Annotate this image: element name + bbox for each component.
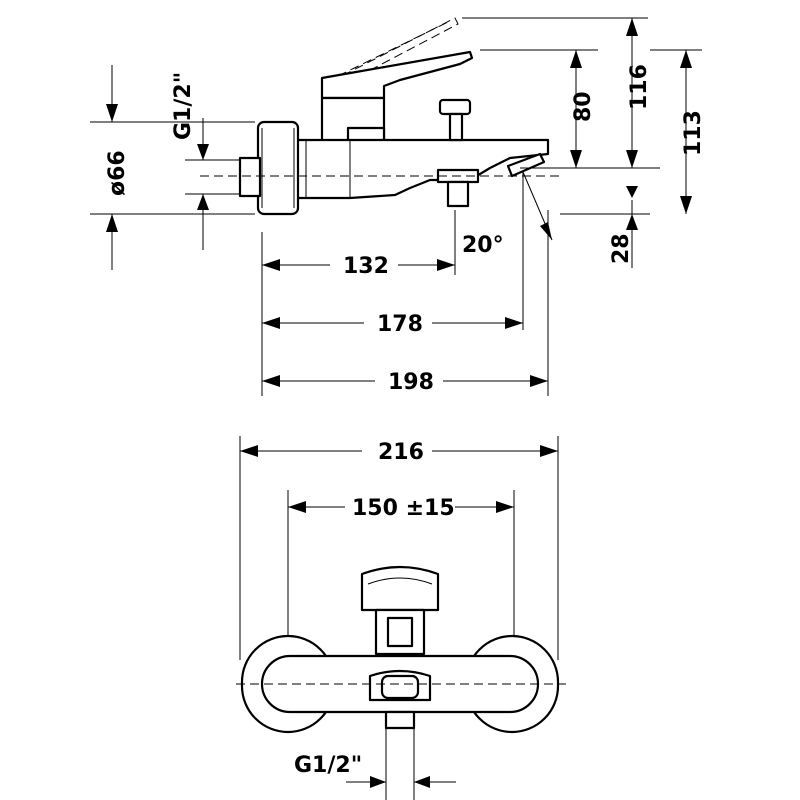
- label-28: 28: [609, 233, 634, 264]
- label-thread-bottom: G1/2": [294, 753, 362, 778]
- label-216: 216: [378, 440, 424, 465]
- dimension-diameter: ø66: [90, 65, 255, 270]
- front-view: 216 150 ±15: [236, 436, 566, 800]
- label-diameter: ø66: [105, 150, 130, 196]
- dimension-178: 178: [262, 312, 523, 337]
- label-angle: 20°: [462, 233, 504, 258]
- spout-aerator: [506, 152, 546, 178]
- label-80: 80: [571, 91, 596, 122]
- label-116: 116: [627, 64, 652, 110]
- dimension-150: 150 ±15: [288, 496, 514, 521]
- label-thread-top: G1/2": [171, 72, 196, 140]
- dimension-angle: 20°: [462, 171, 553, 330]
- inlet-stub: [238, 156, 262, 198]
- side-view: ø66 G1/2" 80 116: [90, 17, 706, 396]
- lever-handle: [320, 50, 474, 100]
- label-132: 132: [343, 254, 389, 279]
- label-150: 150 ±15: [352, 496, 455, 521]
- dimension-113: 113: [560, 49, 706, 214]
- diverter-knob: [438, 98, 472, 142]
- wall-rosette: [256, 120, 300, 216]
- label-178: 178: [377, 312, 423, 337]
- dimension-198: 198: [262, 370, 548, 395]
- label-198: 198: [388, 370, 434, 395]
- dimension-28: 28: [609, 186, 638, 268]
- dimension-116: 116: [462, 17, 652, 215]
- label-113: 113: [681, 110, 706, 156]
- front-lever: [360, 565, 440, 656]
- dimension-80: 80: [480, 49, 598, 169]
- front-outlet: [368, 669, 432, 730]
- dimension-216: 216: [240, 440, 558, 465]
- dimension-thread-top: G1/2": [171, 72, 240, 250]
- dimension-thread-bottom: G1/2": [294, 753, 456, 788]
- hose-outlet: [436, 168, 480, 208]
- dimension-132: 132: [262, 254, 455, 279]
